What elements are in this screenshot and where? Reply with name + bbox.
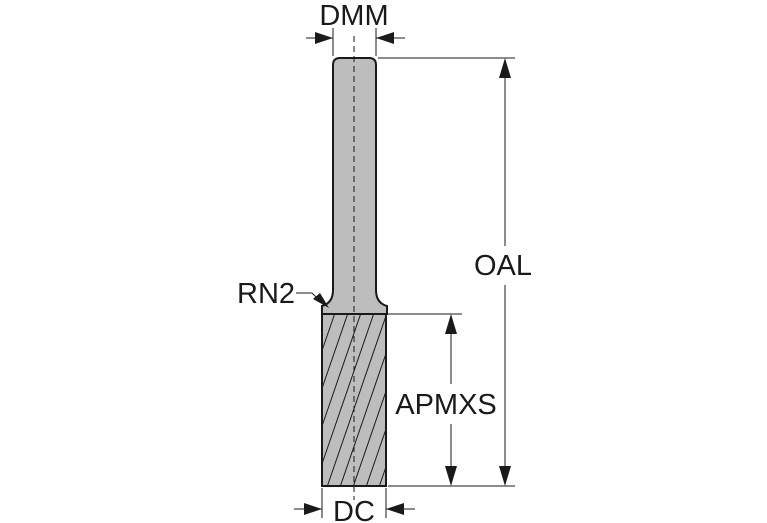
flute-line	[326, 314, 386, 486]
flute-line	[196, 310, 258, 490]
flute-line	[352, 389, 386, 486]
flute-lines	[196, 310, 557, 490]
flute-line	[495, 310, 557, 490]
apmxs-dimension: APMXS	[388, 313, 497, 486]
oal-dimension: OAL	[378, 57, 532, 487]
flute-line	[322, 314, 336, 353]
dmm-dimension: DMM	[306, 0, 405, 56]
flute-line	[365, 427, 386, 486]
flute-line	[248, 310, 310, 490]
oal-label: OAL	[474, 250, 532, 282]
flute-line	[222, 310, 284, 490]
dmm-label: DMM	[319, 0, 388, 32]
flute-line	[235, 310, 297, 490]
flute-line	[322, 314, 362, 428]
dc-dimension: DC	[294, 488, 415, 523]
cutting-head	[196, 310, 557, 490]
flute-line	[339, 352, 386, 486]
rn2-callout: RN2	[237, 278, 329, 310]
dc-label: DC	[333, 496, 375, 523]
flute-line	[322, 314, 323, 315]
flute-line	[322, 314, 375, 466]
rn2-label: RN2	[237, 278, 295, 310]
apmxs-label: APMXS	[395, 389, 497, 421]
flute-line	[209, 310, 271, 490]
flute-line	[322, 314, 349, 390]
